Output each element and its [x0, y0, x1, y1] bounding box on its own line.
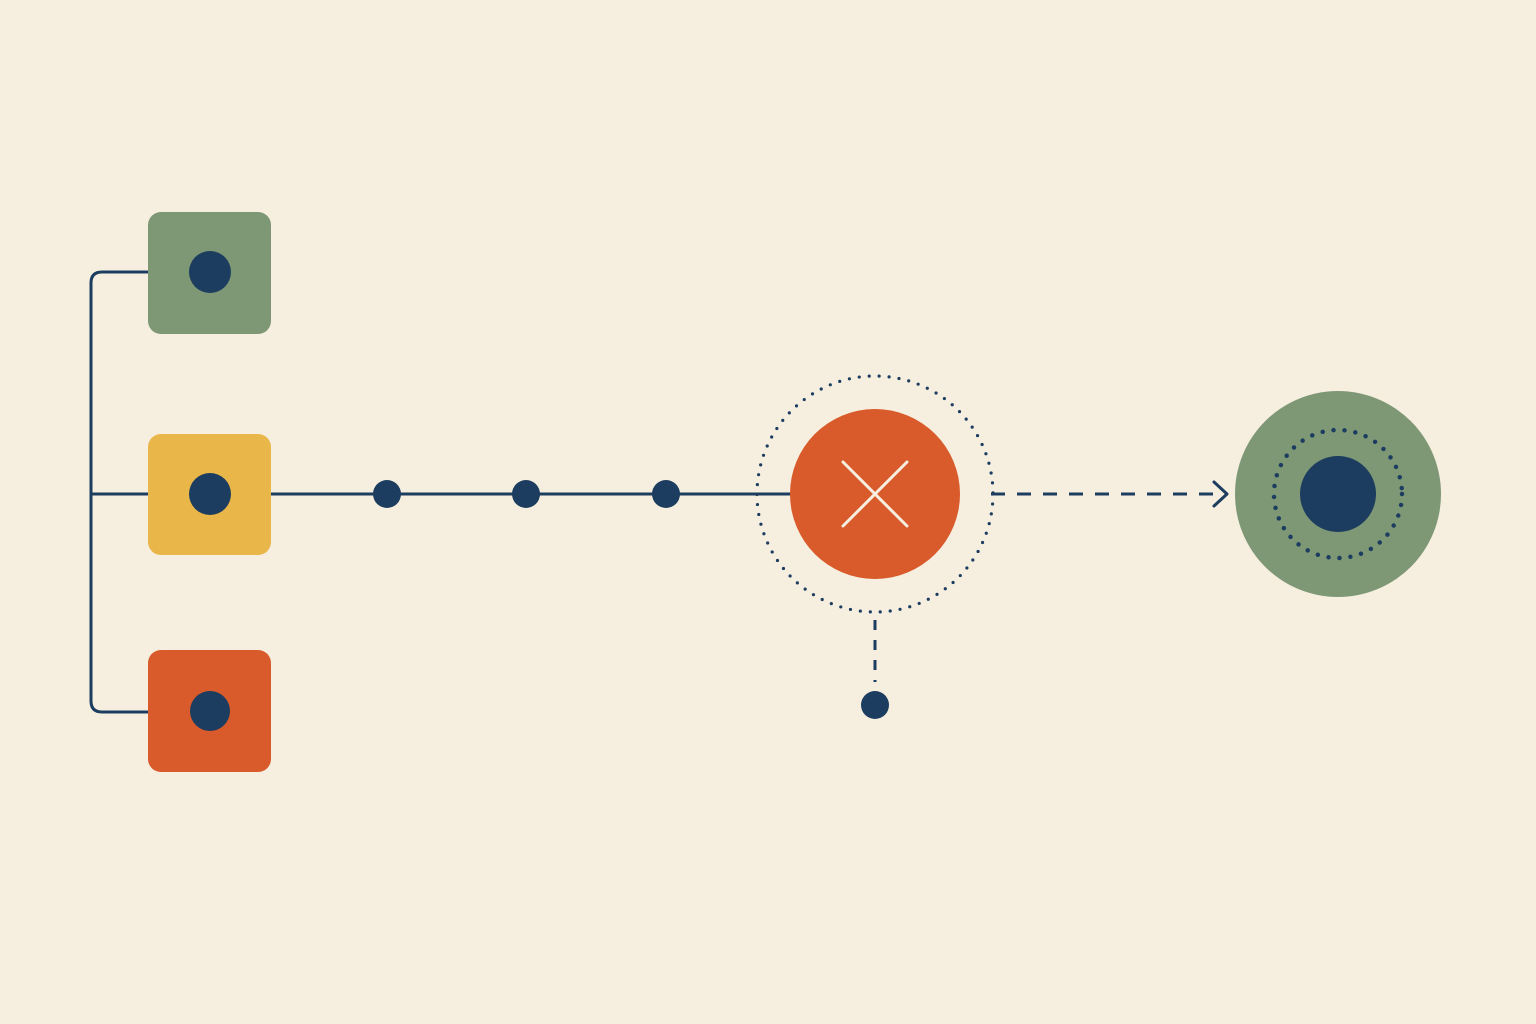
target-node[interactable]: [1235, 391, 1441, 597]
path-node-1[interactable]: [373, 480, 401, 508]
target-dotted-ring: [1271, 427, 1405, 561]
input-yellow-dot: [189, 473, 231, 515]
target-icon: [1300, 456, 1376, 532]
blocker-node[interactable]: [790, 409, 960, 579]
input-yellow[interactable]: [148, 434, 271, 555]
input-bracket: [89, 270, 148, 714]
arrow-head-icon: [1212, 480, 1229, 508]
path-node-3[interactable]: [652, 480, 680, 508]
input-green[interactable]: [148, 212, 271, 334]
side-branch-end-dot[interactable]: [861, 691, 889, 719]
input-orange-dot: [190, 691, 230, 731]
close-icon: [841, 460, 909, 528]
input-orange[interactable]: [148, 650, 271, 772]
input-green-dot: [189, 251, 231, 293]
path-node-2[interactable]: [512, 480, 540, 508]
